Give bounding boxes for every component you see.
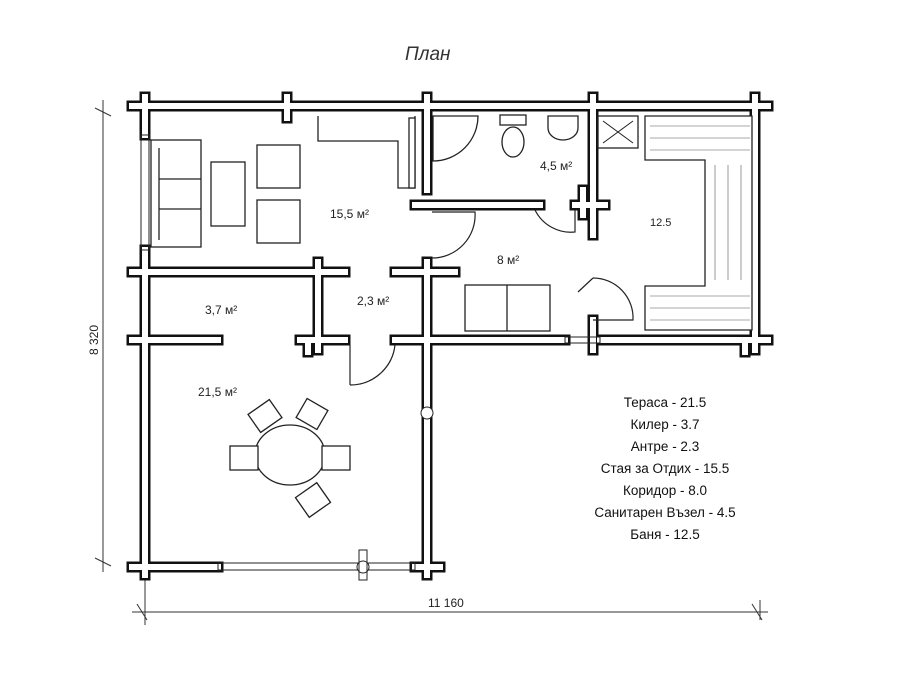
room-area-terrace: 21,5 м² <box>198 385 237 399</box>
legend-item: Баня - 12.5 <box>630 527 700 542</box>
room-area-sauna: 12.5 <box>650 217 671 229</box>
width-dimension: 11 160 <box>428 596 464 610</box>
legend-item: Антре - 2.3 <box>630 439 700 454</box>
room-area-corridor: 8 м² <box>497 253 519 267</box>
furniture <box>150 114 753 519</box>
room-area-pantry: 3,7 м² <box>205 303 237 317</box>
windows <box>140 134 601 581</box>
room-area-living: 15,5 м² <box>330 207 369 221</box>
room-area-bathroom: 4,5 м² <box>540 159 572 173</box>
plan-title: План <box>405 44 451 65</box>
legend-item: Санитарен Възел - 4.5 <box>594 505 736 520</box>
height-dimension: 8 320 <box>87 325 101 355</box>
room-legend: Тераса - 21.5 Килер - 3.7 Антре - 2.3 Ст… <box>565 392 765 546</box>
legend-item: Тераса - 21.5 <box>623 395 707 410</box>
room-area-entry: 2,3 м² <box>357 294 389 308</box>
doors <box>349 209 634 386</box>
dimension-lines <box>94 100 768 625</box>
legend-item: Стая за Отдих - 15.5 <box>600 461 730 476</box>
legend-item: Коридор - 8.0 <box>622 483 708 498</box>
walls <box>126 91 774 581</box>
legend-item: Килер - 3.7 <box>630 417 700 432</box>
